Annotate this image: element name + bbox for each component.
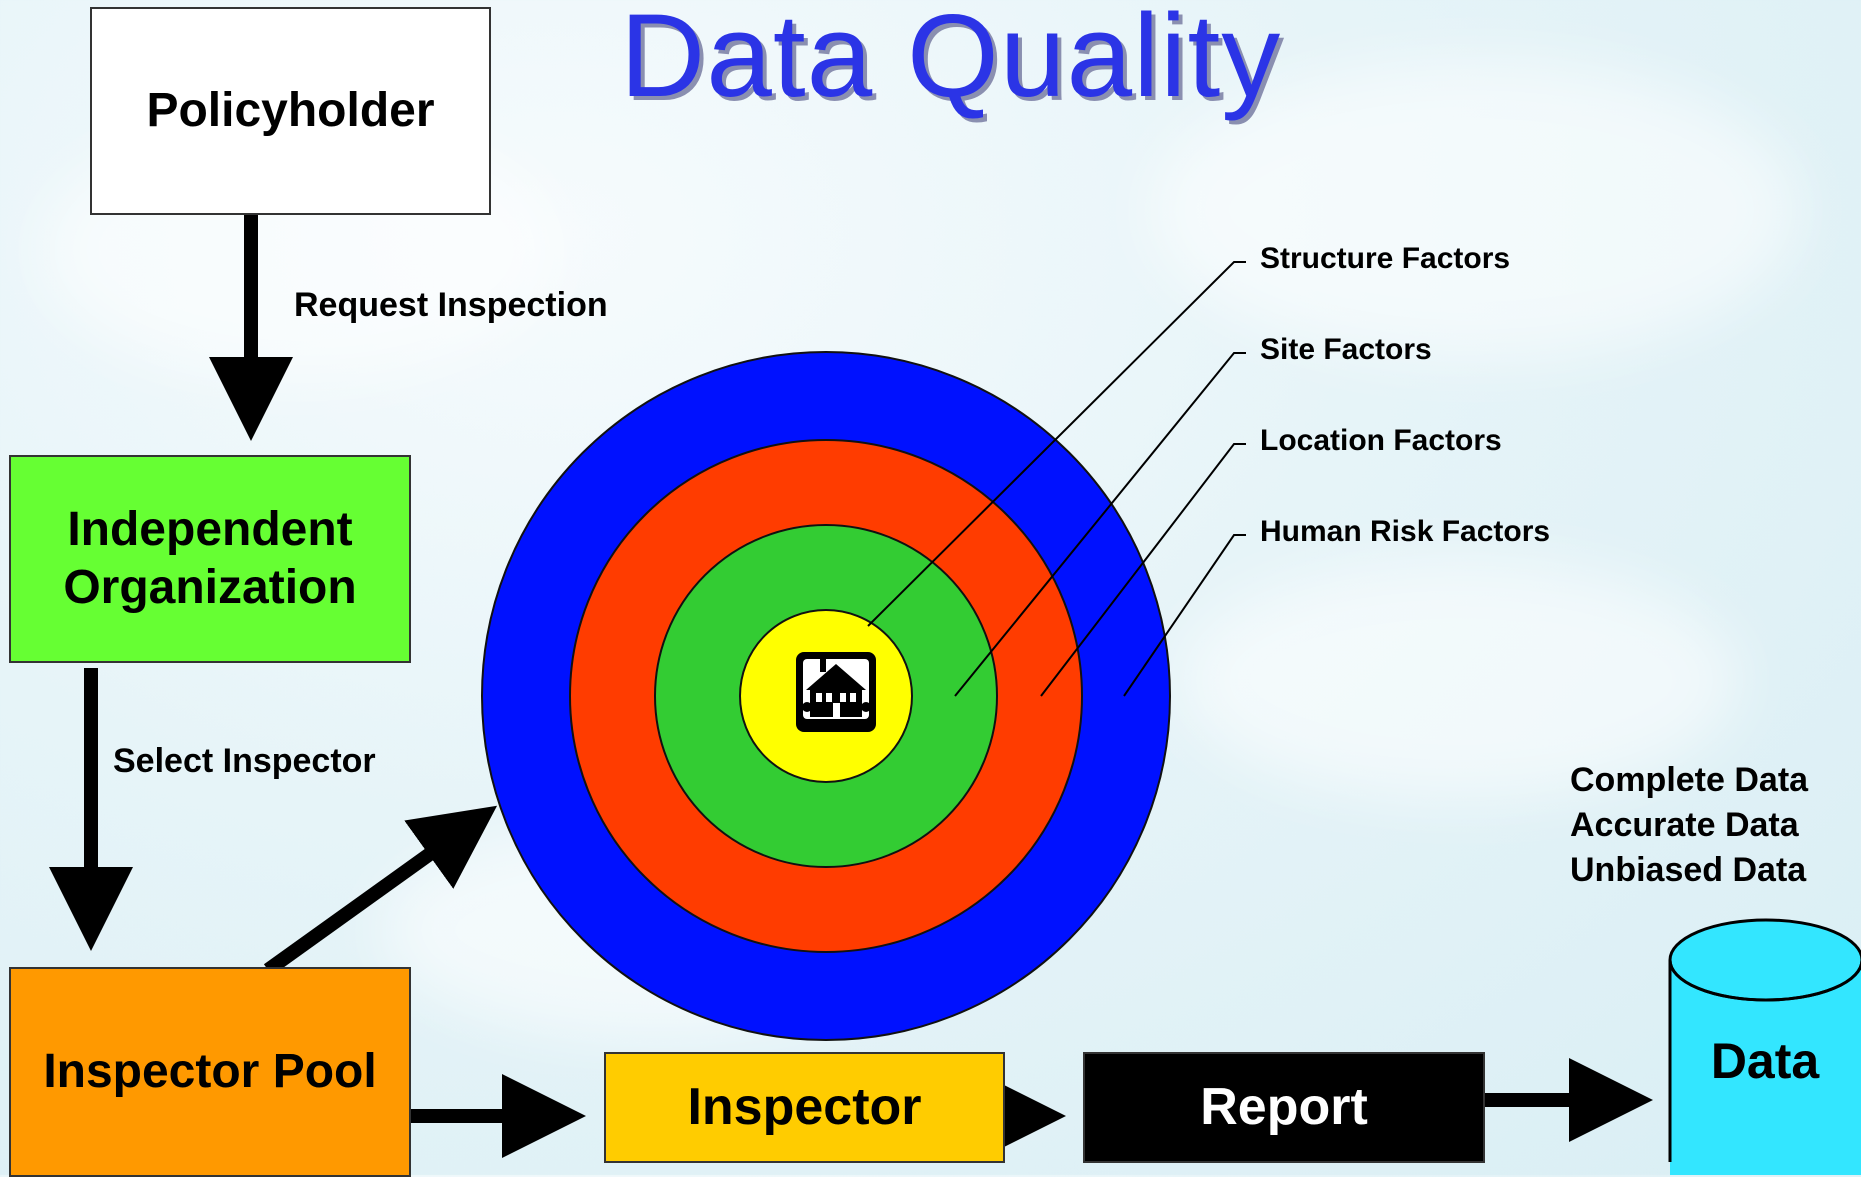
arrow-pool-to-target [263, 805, 498, 976]
leader-location [1040, 443, 1246, 697]
report-label: Report [1200, 1078, 1368, 1137]
flow-arrows [49, 215, 1653, 1158]
structure-factors-label: Structure Factors [1260, 242, 1511, 275]
factor-leader-lines [867, 261, 1246, 697]
data-quality-item: Accurate Data [1570, 806, 1799, 844]
request-inspection-label: Request Inspection [294, 286, 608, 324]
page-title: Data Quality [620, 0, 1282, 122]
database-cylinder-icon [1668, 918, 1861, 1175]
human-risk-factors-label: Human Risk Factors [1260, 515, 1551, 548]
independent-label-line1: Independent [67, 503, 353, 557]
inspector-box: Inspector [604, 1052, 1005, 1163]
data-quality-item: Unbiased Data [1570, 851, 1807, 889]
select-inspector-label: Select Inspector [113, 742, 376, 780]
data-qualities-list: Complete Data Accurate Data Unbiased Dat… [1570, 758, 1808, 893]
data-quality-item: Complete Data [1570, 761, 1809, 799]
policyholder-label: Policyholder [146, 84, 435, 138]
independent-organization-box: Independent Organization [9, 455, 411, 663]
location-factors-label: Location Factors [1260, 424, 1502, 457]
inspector-label: Inspector [687, 1078, 922, 1137]
leader-structure [867, 261, 1246, 627]
leader-site [954, 352, 1246, 697]
site-factors-label: Site Factors [1260, 333, 1432, 366]
report-box: Report [1083, 1052, 1485, 1163]
inspector-pool-box: Inspector Pool [9, 967, 411, 1177]
house-icon [796, 652, 876, 732]
leader-human-risk [1123, 534, 1246, 697]
independent-label-line2: Organization [63, 561, 357, 614]
policyholder-box: Policyholder [90, 7, 491, 215]
database-label: Data [1710, 1033, 1820, 1089]
inspector-pool-label: Inspector Pool [43, 1045, 377, 1099]
